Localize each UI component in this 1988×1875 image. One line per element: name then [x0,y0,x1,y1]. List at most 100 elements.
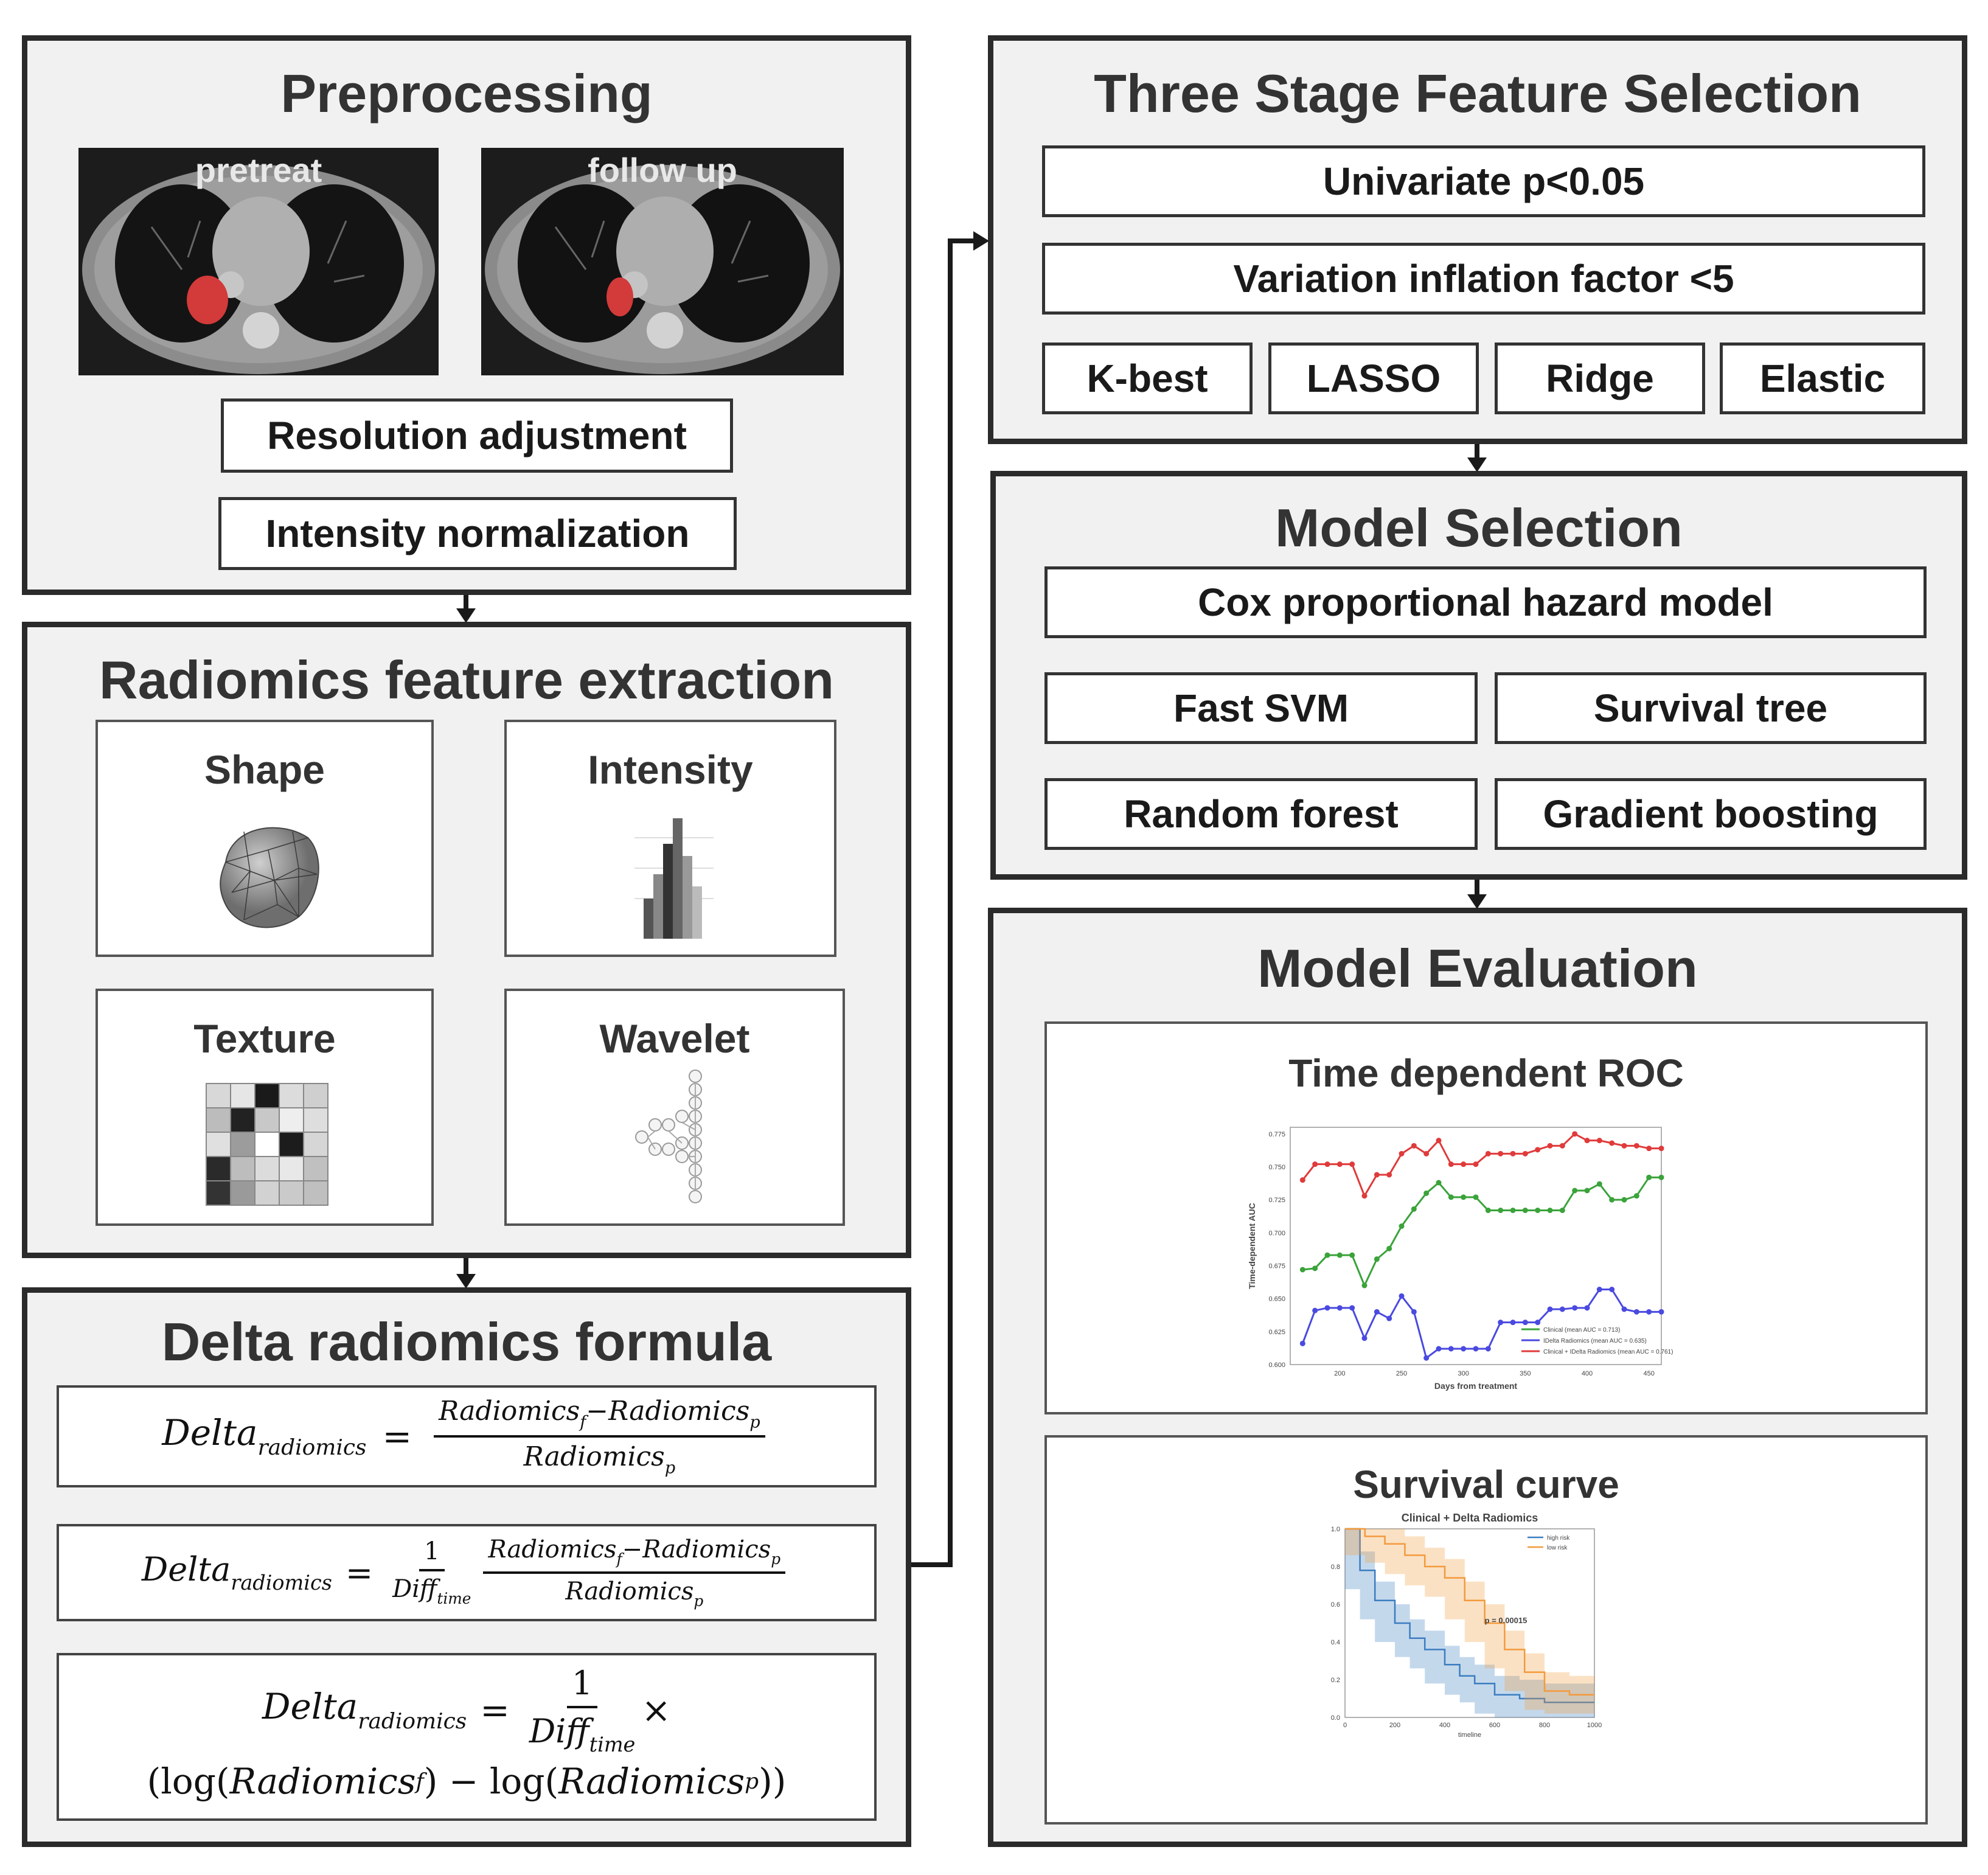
roc-data-point [1361,1282,1368,1289]
survival-legend-label: high risk [1547,1535,1570,1542]
roc-title: Time dependent ROC [1288,1051,1684,1095]
roc-data-point [1646,1309,1652,1315]
survival-x-tick-label: 400 [1439,1722,1450,1729]
roc-legend-label: IDelta Radiomics (mean AUC = 0.635) [1543,1338,1647,1345]
roc-y-tick-label: 0.775 [1268,1131,1285,1138]
survival-title: Survival curve [1353,1463,1619,1506]
roc-data-point [1473,1194,1479,1200]
survival-x-tick-label: 0 [1343,1722,1347,1729]
roc-data-point [1399,1293,1405,1299]
roc-y-tick-label: 0.700 [1268,1230,1285,1237]
roc-data-point [1349,1161,1355,1167]
texture-matrix-icon [206,1083,328,1206]
texture-label: Texture [193,1016,336,1061]
gradient-boosting-box: Gradient boosting [1495,778,1927,850]
univariate-box: Univariate p<0.05 [1042,145,1925,217]
roc-data-point [1423,1355,1430,1361]
roc-data-point [1361,1335,1368,1341]
roc-data-point [1399,1223,1405,1229]
roc-y-axis-label: Time-dependent AUC [1247,1203,1257,1289]
arrow-to-extraction [456,608,476,623]
delta-formula-title: Delta radiomics formula [161,1312,772,1372]
roc-series-line [1302,1176,1661,1288]
roc-data-point [1312,1265,1318,1271]
random-forest-box: Random forest [1044,778,1478,850]
delta-formula-panel: Delta radiomics formula Deltaradiomics =… [22,1287,911,1847]
texture-tile: Texture [96,989,434,1226]
roc-data-point [1559,1143,1565,1149]
roc-data-point [1336,1252,1343,1258]
follow-up-ct-image: follow up [481,148,844,375]
survival-chart: Clinical + Delta Radiomics0.00.20.40.60.… [1331,1512,1602,1739]
roc-x-axis-label: Days from treatment [1434,1381,1517,1391]
formula-1: Deltaradiomics = Radiomicsf−Radiomicsp R… [59,1388,874,1485]
roc-data-point [1510,1208,1516,1213]
roc-data-point [1386,1245,1392,1251]
roc-x-tick-label: 450 [1643,1370,1654,1377]
mesh-icon [220,827,319,928]
roc-data-point [1461,1161,1467,1167]
roc-x-tick-label: 200 [1334,1370,1345,1377]
roc-data-point [1596,1181,1602,1187]
roc-data-point [1399,1150,1405,1157]
roc-data-point [1349,1305,1355,1311]
roc-data-point [1646,1146,1652,1152]
formula-1-box: Deltaradiomics = Radiomicsf−Radiomicsp R… [57,1385,877,1487]
roc-data-point [1473,1346,1479,1352]
roc-legend-label: Clinical + IDelta Radiomics (mean AUC = … [1543,1349,1673,1355]
roc-data-point [1572,1188,1578,1194]
intensity-normalization-box: Intensity normalization [218,497,737,570]
model-evaluation-panel: Model Evaluation Time dependent ROC 0.60… [988,908,1967,1847]
roc-data-point [1461,1346,1467,1352]
formula-2-lhs: Deltaradiomics [141,1550,332,1595]
formula-2-ratio-fraction: Radiomicsf−Radiomicsp Radiomicsp [483,1536,786,1610]
arrow-to-formula [456,1274,476,1289]
roc-data-point [1621,1197,1627,1203]
roc-data-point [1374,1172,1380,1178]
wavelet-tile: Wavelet [504,989,845,1226]
roc-data-point [1559,1306,1565,1312]
shape-tile: Shape [96,720,434,957]
roc-data-point [1510,1320,1516,1326]
survival-tree-box: Survival tree [1495,672,1927,744]
formula-2: Deltaradiomics = 1 Difftime Radiomicsf−R… [59,1526,874,1619]
roc-data-point [1448,1161,1454,1167]
elastic-box: Elastic [1720,343,1925,414]
roc-data-point [1336,1161,1343,1167]
roc-x-tick-label: 350 [1520,1370,1531,1377]
kbest-box: K-best [1042,343,1253,414]
survival-step-line [1345,1528,1594,1703]
roc-data-point [1448,1194,1454,1200]
formula-1-fraction: Radiomicsf−Radiomicsp Radiomicsp [434,1396,765,1477]
roc-data-point [1658,1309,1664,1315]
pretreat-label: pretreat [195,151,322,189]
intensity-label: Intensity [588,747,753,792]
fast-svm-box: Fast SVM [1044,672,1478,744]
formula-2-time-fraction: 1 Difftime [392,1537,471,1608]
roc-data-point [1361,1193,1368,1199]
roc-y-tick-label: 0.625 [1268,1329,1285,1336]
roc-data-point [1658,1174,1664,1180]
survival-legend-label: low risk [1547,1545,1568,1551]
roc-data-point [1522,1208,1528,1213]
pretreat-ct-image: pretreat [78,148,439,375]
roc-data-point [1312,1161,1318,1167]
roc-data-point [1411,1143,1417,1149]
ridge-box: Ridge [1495,343,1705,414]
roc-data-point [1584,1188,1590,1194]
survival-plot-frame [1344,1528,1595,1718]
roc-data-point [1609,1197,1615,1203]
wavelet-label: Wavelet [599,1016,750,1061]
roc-data-point [1485,1150,1491,1157]
roc-data-point [1633,1309,1639,1315]
survival-y-tick-label: 0.6 [1331,1601,1340,1609]
roc-data-point [1547,1306,1553,1312]
roc-data-point [1584,1138,1590,1144]
model-evaluation-title: Model Evaluation [1257,938,1698,998]
formula-3-lhs: Deltaradiomics [262,1686,467,1734]
roc-y-tick-label: 0.600 [1268,1362,1285,1369]
roc-data-point [1621,1143,1627,1149]
roc-data-point [1621,1306,1627,1312]
